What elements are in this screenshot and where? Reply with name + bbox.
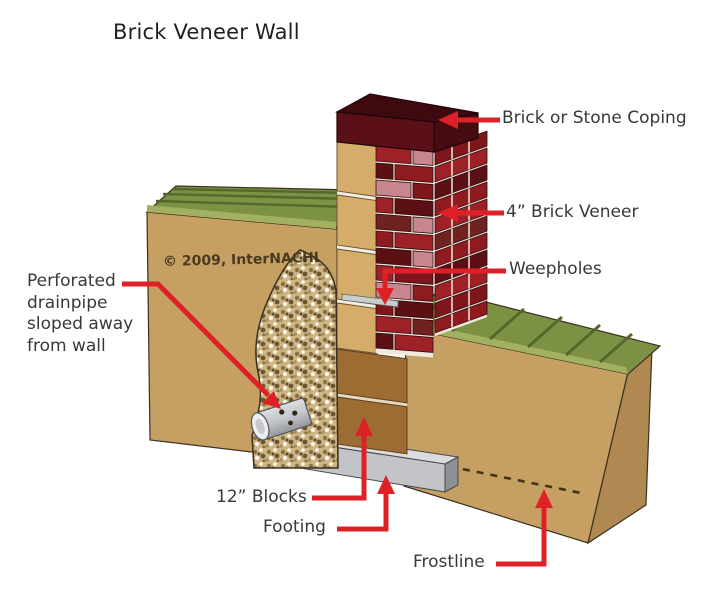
- diagram-title: Brick Veneer Wall: [113, 20, 300, 44]
- label-footing: Footing: [263, 517, 326, 537]
- callout-arrows: [122, 117, 547, 567]
- below-grade-12in-blocks: [336, 348, 408, 455]
- label-brick-or-stone-coping: Brick or Stone Coping: [502, 108, 687, 128]
- label-4in-brick-veneer: 4” Brick Veneer: [506, 202, 639, 222]
- block-column: [336, 140, 408, 455]
- weephole-flashing: [341, 293, 399, 308]
- blocks-arrow-line: [312, 434, 367, 501]
- label-12in-blocks: 12” Blocks: [216, 487, 307, 507]
- weepholes-arrow-line: [382, 268, 506, 290]
- perforated-drainpipe: [250, 397, 312, 441]
- label-frostline: Frostline: [413, 552, 485, 572]
- brick-veneer: [375, 130, 488, 358]
- callout-arrowheads: [262, 111, 553, 508]
- footing-arrow-line: [337, 492, 389, 532]
- frostline-arrow-line: [496, 506, 547, 567]
- label-perforated-drainpipe: Perforated drainpipe sloped away from wa…: [27, 271, 134, 356]
- drainpipe-arrow-line: [122, 281, 270, 397]
- label-weepholes: Weepholes: [509, 259, 602, 279]
